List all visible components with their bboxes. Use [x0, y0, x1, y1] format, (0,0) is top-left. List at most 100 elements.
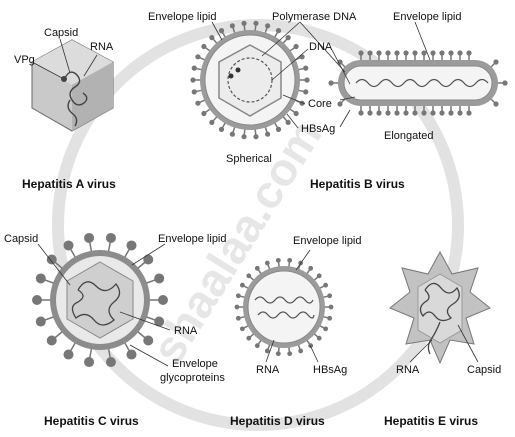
hbv-rod-spike-knob [385, 110, 391, 116]
hbv-rod-spike-knob [358, 50, 364, 56]
hbv-hbsag-spike-knob [275, 126, 282, 132]
hcv-diagram: Capsid Envelope lipid RNA Envelope glyco… [4, 232, 227, 428]
hbv-rod-spike-knob [367, 50, 373, 56]
hbv-rod-spike-knob [328, 80, 334, 86]
hbv-rod-spike-knob [493, 59, 499, 65]
hbv-rod-spike-knob [367, 110, 373, 116]
hdv-hbsag-spike-knob [234, 304, 240, 310]
hbv-rod-spikes [328, 50, 508, 116]
hbv-dna-label: DNA [309, 41, 333, 53]
hcv-glycoprotein-spike-knob [105, 357, 116, 368]
hdv-hbsag-spike-knob [239, 326, 245, 332]
hcv-glycoprotein-spike-knob [63, 349, 74, 360]
hbv-hbsag-spike-knob [191, 65, 197, 71]
hdv-hbsag-spike-knob [328, 304, 334, 310]
hbv-envelope-lipid-left-label: Envelope lipid [148, 11, 217, 23]
hbv-polymerase-leader-2 [299, 21, 346, 73]
hcv-glycoprotein-spike-knob [84, 232, 95, 243]
hbv-hbsag-spike-knob [265, 23, 271, 29]
hdv-hbsag-spike-knob [327, 293, 333, 299]
hbv-rod-spike-knob [439, 50, 445, 56]
hbv-rod-spike-knob [421, 110, 427, 116]
hdv-spikes [234, 257, 334, 357]
hav-vpg-label: VPg [14, 54, 35, 66]
hbv-hbsag-spike-knob [218, 28, 225, 34]
hbv-rod-spike-knob [358, 110, 364, 116]
hbv-hbsag-leader-2 [339, 109, 351, 128]
hbv-rod-spike-knob [412, 50, 418, 56]
hbv-hbsag-spike-knob [209, 119, 215, 125]
hav-title: Hepatitis A virus [22, 177, 116, 191]
hbv-envelope-lipid-left-leader [211, 21, 223, 41]
hcv-capsid-label: Capsid [4, 233, 38, 245]
hdv-hbsag-spike-knob [316, 273, 322, 279]
hbv-hbsag-spike-knob [285, 35, 291, 41]
hcv-glycoprotein-spike-knob [105, 232, 116, 243]
hdv-hbsag-spike-knob [235, 293, 241, 299]
hbv-hbsag-spike-knob [293, 43, 299, 50]
hcv-glycoprotein-spike-knob [126, 349, 137, 360]
hbv-rod-lipid [343, 65, 493, 101]
hbv-hbsag-spike-knob [209, 35, 215, 41]
hbv-hbsag-spike-knob [253, 134, 259, 140]
hdv-hbsag-leader [309, 344, 319, 363]
hbv-elongated-label: Elongated [384, 130, 434, 142]
hbv-dna-leader-2 [331, 49, 351, 85]
hbv-rod-spike-knob [430, 50, 436, 56]
hdv-hbsag-spike-knob [275, 257, 281, 263]
hcv-envelope-lipid-label: Envelope lipid [158, 233, 227, 245]
hbv-rod-spike-knob [457, 50, 463, 56]
hbv-hbsag-spike-knob [299, 54, 305, 60]
hbv-hbsag-spike-knob [195, 100, 201, 106]
hbv-hbsag-spike-knob [265, 131, 271, 137]
hdv-hbsag-spike-knob [264, 260, 270, 266]
hev-capsid-leader [457, 324, 479, 363]
hbv-core-leader-2 [339, 96, 356, 101]
hbv-hbsag-spike-knob [303, 89, 309, 95]
hev-rna-label: RNA [396, 364, 420, 376]
hdv-title: Hepatitis D virus [230, 414, 325, 428]
hbv-rod-dna [355, 78, 489, 88]
hbv-rod-spike-knob [412, 110, 418, 116]
hcv-envelope-lipid-leader [131, 243, 166, 266]
hdv-hbsag-spike-knob [287, 257, 293, 263]
hbv-spherical-label: Spherical [226, 153, 272, 165]
hdv-hbsag-spike-knob [308, 265, 314, 271]
hdv-hbsag-spike-knob [323, 282, 329, 288]
hbv-rod-spike-knob [385, 50, 391, 56]
hbv-envelope-lipid-right-leader [414, 21, 431, 61]
hev-rna-strand [419, 282, 460, 355]
hbv-envelope-lipid-right-label: Envelope lipid [393, 11, 462, 23]
hbv-rod-spike-knob [502, 80, 508, 86]
hdv-hbsag-spike-knob [235, 315, 241, 321]
hdv-hbsag-spike-knob [254, 343, 260, 349]
hdv-envelope-lipid [247, 270, 321, 344]
hcv-rna-strand [71, 281, 121, 326]
hbv-hbsag-spike-knob [201, 110, 207, 117]
hcv-glyco-leader [129, 344, 169, 367]
hbv-rod-spike-knob [403, 50, 409, 56]
hbv-polymerase-dna-label: Polymerase DNA [272, 11, 357, 23]
hbv-hbsag-spike-knob [201, 43, 207, 50]
hdv-hbsag-spike-knob [275, 351, 281, 357]
hdv-hbsag-spike-knob [316, 335, 322, 341]
hev-capsid-label: Capsid [467, 364, 501, 376]
hcv-glycoprotein-spike-knob [126, 240, 137, 251]
hbv-rod-spike-knob [493, 101, 499, 107]
hcv-glycoprotein-spike-knob [154, 316, 165, 327]
hav-diagram: Capsid RNA VPg Hepatitis A virus [14, 27, 116, 191]
hdv-hbsag-spike-knob [246, 335, 252, 341]
watermark-circle [52, 19, 464, 431]
hcv-glycoprotein-spike-knob [143, 335, 154, 346]
hbv-hbsag-spike-knob [229, 23, 235, 29]
hbv-rod-spike-knob [394, 110, 400, 116]
hbv-sphere-spikes [190, 20, 310, 140]
hdv-hbsag-spike-knob [239, 282, 245, 288]
hav-capsid-top [32, 40, 113, 85]
hbv-core-leader [282, 94, 306, 105]
hcv-glycoprotein-spike-knob [143, 254, 154, 265]
hcv-glycoprotein-spike-knob [35, 273, 46, 284]
hcv-glycoprotein-spike-knob [46, 254, 57, 265]
hbv-polymerase-leader [261, 21, 301, 57]
